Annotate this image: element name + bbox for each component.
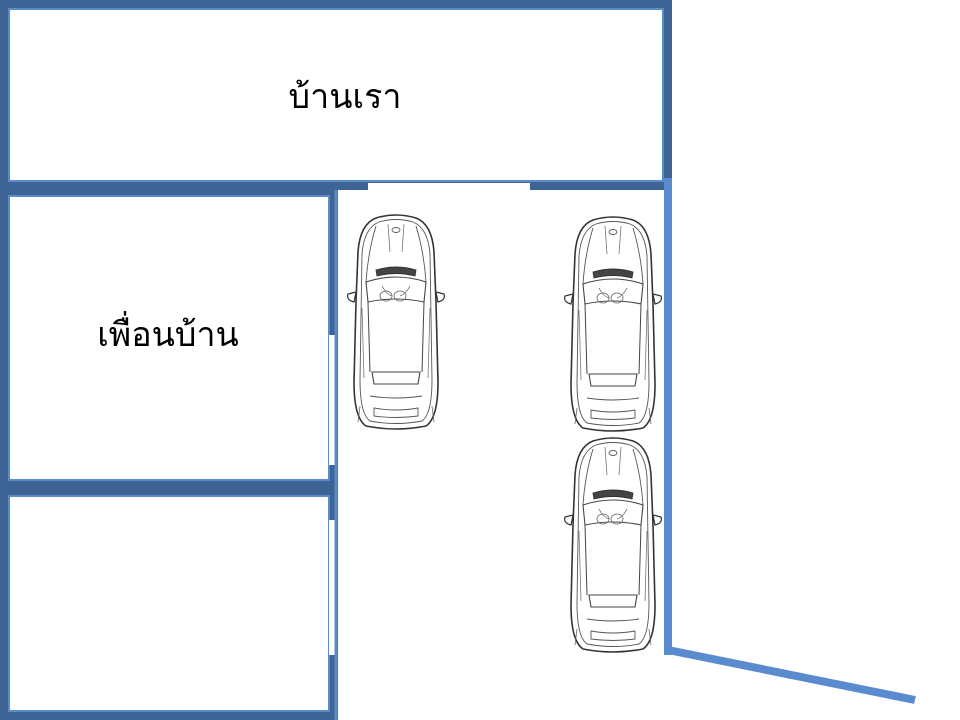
room-our-house: [0, 0, 672, 190]
fence-diagonal: [667, 646, 916, 704]
room-lower: [0, 487, 338, 720]
door-opening-lower: [329, 520, 337, 655]
neighbor-house-label: เพื่อนบ้าน: [97, 315, 239, 355]
car-left: [346, 214, 446, 430]
our-house-label: บ้านเรา: [288, 77, 402, 117]
door-opening-neighbor: [329, 335, 337, 465]
car-right-bottom: [563, 437, 663, 653]
door-opening-top: [368, 183, 530, 190]
car-right-top: [563, 216, 663, 432]
